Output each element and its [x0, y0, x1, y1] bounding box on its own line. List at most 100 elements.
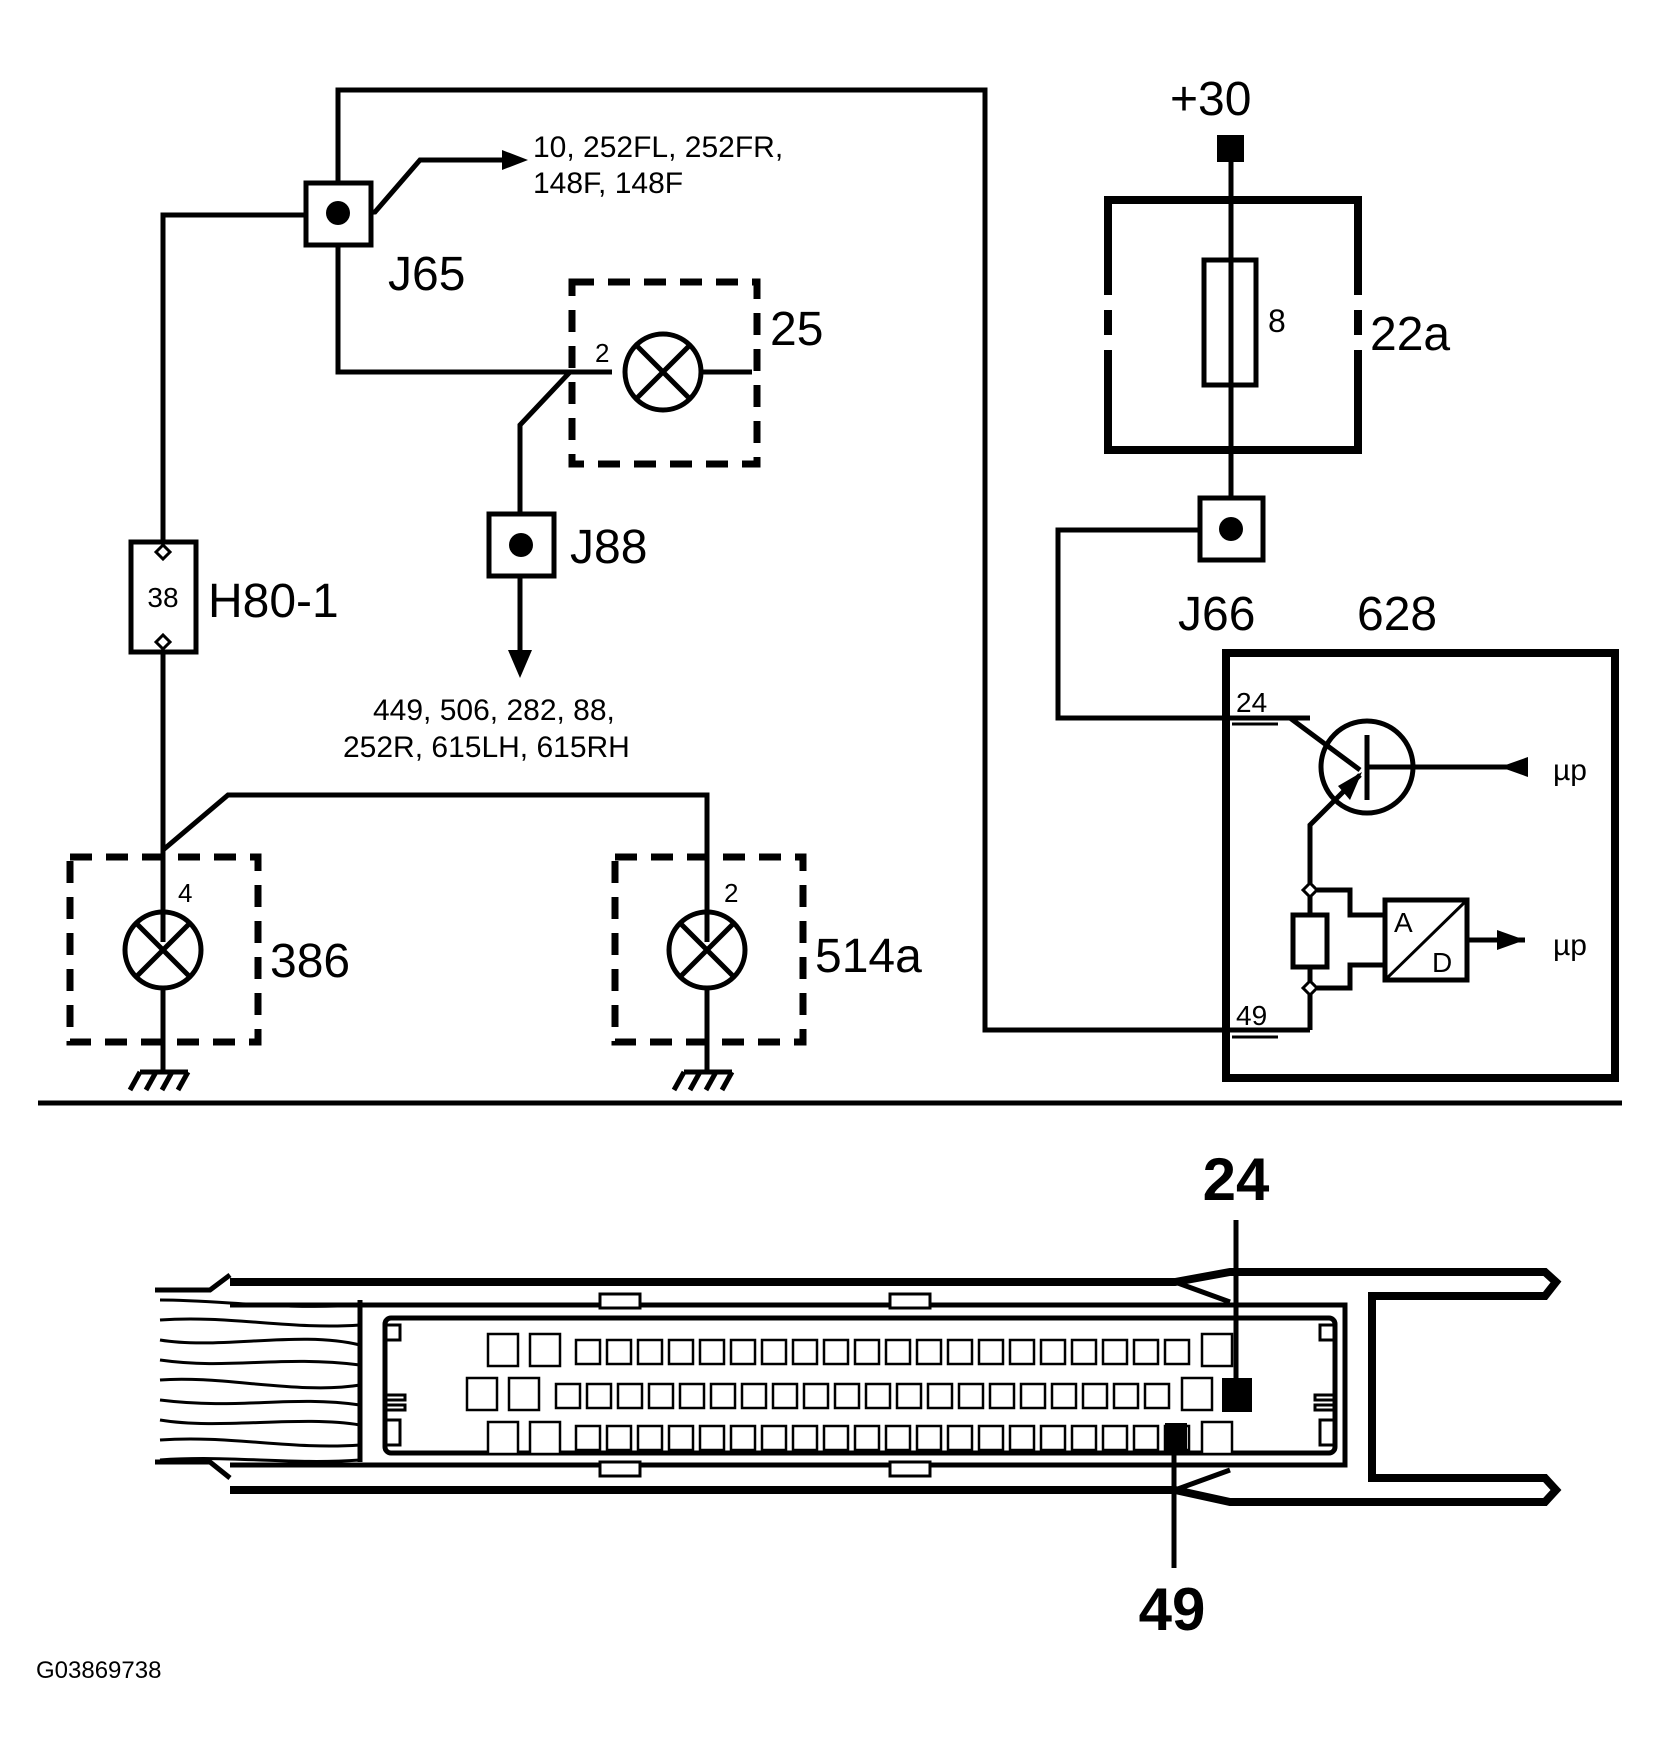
label-25-pin: 2 — [595, 338, 609, 368]
connector-pin-cavity — [698, 1338, 726, 1366]
connector-pin-cavity — [465, 1376, 499, 1412]
label-pin-49: 49 — [1236, 1000, 1267, 1031]
terminal-plus30 — [1217, 135, 1244, 162]
label-fuse-8: 8 — [1268, 303, 1286, 339]
connector-pin-cavity — [1019, 1382, 1047, 1410]
connector-pin-cavity — [802, 1382, 830, 1410]
wire-j65-to-25 — [335, 215, 612, 375]
h80-pin-bottom — [153, 632, 173, 652]
connector-pin-cavity — [895, 1382, 923, 1410]
label-j66: J66 — [1178, 588, 1255, 641]
connector-pin-cavity — [915, 1338, 943, 1366]
connector-pin-cavity — [957, 1382, 985, 1410]
resistor-node-top — [1300, 880, 1320, 900]
label-386: 386 — [270, 935, 350, 988]
junction-j65-dot — [326, 201, 350, 225]
connector-pin-cavity — [853, 1424, 881, 1452]
ground-symbol-514a — [671, 1069, 735, 1092]
lamp-25 — [622, 331, 704, 413]
label-mup-1: µp — [1553, 754, 1587, 787]
lamp-25-cross-b — [634, 343, 692, 401]
connector-pin-cavity — [771, 1382, 799, 1410]
fuse-box-22a-outline — [1104, 196, 1362, 454]
connector-pin-cavity — [647, 1382, 675, 1410]
connector-pin-cavity — [616, 1382, 644, 1410]
connector-pin-cavity — [1200, 1332, 1234, 1368]
label-h80-1: H80-1 — [208, 575, 339, 628]
connector-pin-cavity — [667, 1338, 695, 1366]
figure-code: G03869738 — [36, 1657, 161, 1684]
connector-pin-cavity — [636, 1424, 664, 1452]
connector-pin-cavity — [1081, 1382, 1109, 1410]
connector-pin-cavity — [915, 1424, 943, 1452]
pin-49-highlight — [1165, 1423, 1187, 1449]
connector-pin-cavity — [822, 1424, 850, 1452]
wire-386-to-514a — [161, 792, 710, 942]
connector-pin-cavity — [833, 1382, 861, 1410]
wire-j66-to-628-pin24 — [1055, 527, 1310, 721]
connector-pin-cavity — [528, 1420, 562, 1456]
label-adc-d: D — [1432, 947, 1452, 978]
resistor-node-bottom — [1300, 978, 1320, 998]
component-386-outline — [66, 853, 262, 1046]
connector-pin-cavity — [585, 1382, 613, 1410]
connector-pin-cavity — [977, 1338, 1005, 1366]
resistor — [1290, 912, 1330, 970]
component-514a-outline — [611, 853, 807, 1046]
label-plus30: +30 — [1170, 73, 1251, 126]
arrow-mup-out — [1497, 930, 1525, 950]
arrow-j65-refs — [502, 150, 528, 170]
label-h80-pin: 38 — [147, 582, 178, 613]
connector-pin-cavity — [729, 1338, 757, 1366]
connector-pin-cavity — [554, 1382, 582, 1410]
connector-pin-cavity — [605, 1424, 633, 1452]
connector-pin-cavity — [605, 1338, 633, 1366]
lamp-514a-cross-b — [678, 921, 736, 979]
module-628-outline — [1222, 649, 1619, 1082]
connector-pin-cavity — [1132, 1338, 1160, 1366]
label-mup-2: µp — [1553, 929, 1587, 962]
connector-pin-cavity — [884, 1424, 912, 1452]
label-514a: 514a — [815, 930, 922, 983]
connector-pin-cavity — [574, 1424, 602, 1452]
connector-pin-cavity — [1039, 1338, 1067, 1366]
h80-pin-top — [153, 542, 173, 562]
connector-pin-cavity — [977, 1424, 1005, 1452]
connector-pin-cavity — [678, 1382, 706, 1410]
label-connector-pin-24: 24 — [1203, 1146, 1270, 1213]
connector-pin-cavity — [1163, 1338, 1191, 1366]
wire-j65-to-628-pin49 — [335, 87, 1310, 1033]
label-pin-24: 24 — [1236, 687, 1267, 718]
label-514a-pin: 2 — [724, 878, 738, 908]
connector-pin-cavity — [507, 1376, 541, 1412]
connector-pin-cavity — [1050, 1382, 1078, 1410]
connector-pin-cavity — [760, 1424, 788, 1452]
arrow-mup-in — [1500, 757, 1528, 777]
adc-diagonal — [1383, 898, 1469, 982]
connector-pin-cavity — [667, 1424, 695, 1452]
label-connector-pin-49: 49 — [1139, 1576, 1206, 1643]
connector-pin-cavity — [760, 1338, 788, 1366]
connector-pin-cavity — [574, 1338, 602, 1366]
connector-pin-cavity — [1070, 1338, 1098, 1366]
connector-pin-cavity — [636, 1338, 664, 1366]
connector-pin-cavity — [853, 1338, 881, 1366]
pin-24-highlight — [1222, 1378, 1252, 1412]
label-j65: J65 — [388, 248, 465, 301]
connector-pin-cavity — [791, 1338, 819, 1366]
connector-pin-cavity — [709, 1382, 737, 1410]
connector-pin-cavity — [1070, 1424, 1098, 1452]
connector-pin-cavity — [864, 1382, 892, 1410]
wire-resistor-to-adc-bottom — [1317, 962, 1385, 991]
label-j88: J88 — [570, 521, 647, 574]
wire-25-to-j88 — [517, 370, 572, 650]
connector-pin-cavity — [729, 1424, 757, 1452]
label-25: 25 — [770, 303, 823, 356]
connector-pin-cavity — [1112, 1382, 1140, 1410]
ground-symbol-386 — [127, 1069, 191, 1092]
wire-resistor-to-adc-top — [1317, 887, 1385, 918]
connector-pin-cavity — [1143, 1382, 1171, 1410]
connector-pin-cavity — [1008, 1424, 1036, 1452]
